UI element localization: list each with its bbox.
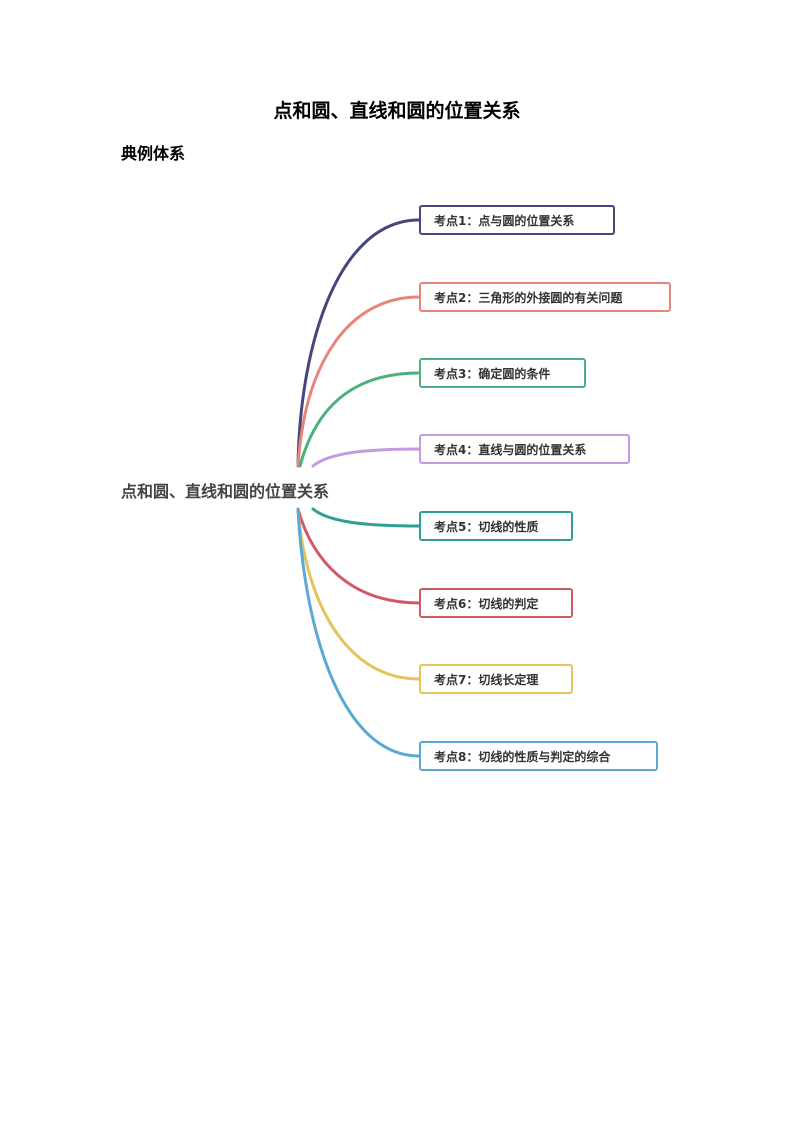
branch-node-1: 考点1：点与圆的位置关系 bbox=[419, 205, 615, 235]
section-heading: 典例体系 bbox=[121, 144, 186, 163]
document-title: 点和圆、直线和圆的位置关系 bbox=[273, 100, 521, 122]
branch-node-3: 考点3：确定圆的条件 bbox=[419, 358, 586, 388]
branch-connector-4 bbox=[311, 447, 421, 468]
branch-connector-6 bbox=[296, 507, 421, 605]
branch-node-6: 考点6：切线的判定 bbox=[419, 588, 573, 618]
branch-connector-7 bbox=[296, 507, 421, 681]
central-topic: 点和圆、直线和圆的位置关系 bbox=[121, 482, 330, 501]
branch-node-4: 考点4：直线与圆的位置关系 bbox=[419, 434, 630, 464]
branch-node-5: 考点5：切线的性质 bbox=[419, 511, 573, 541]
branch-connector-1 bbox=[296, 218, 421, 468]
branch-node-2: 考点2：三角形的外接圆的有关问题 bbox=[419, 282, 671, 312]
branch-connector-8 bbox=[296, 507, 421, 758]
branch-connector-2 bbox=[296, 295, 421, 468]
branch-node-8: 考点8：切线的性质与判定的综合 bbox=[419, 741, 658, 771]
branch-node-7: 考点7：切线长定理 bbox=[419, 664, 573, 694]
branch-connector-3 bbox=[298, 371, 421, 468]
branch-connector-5 bbox=[311, 507, 421, 528]
